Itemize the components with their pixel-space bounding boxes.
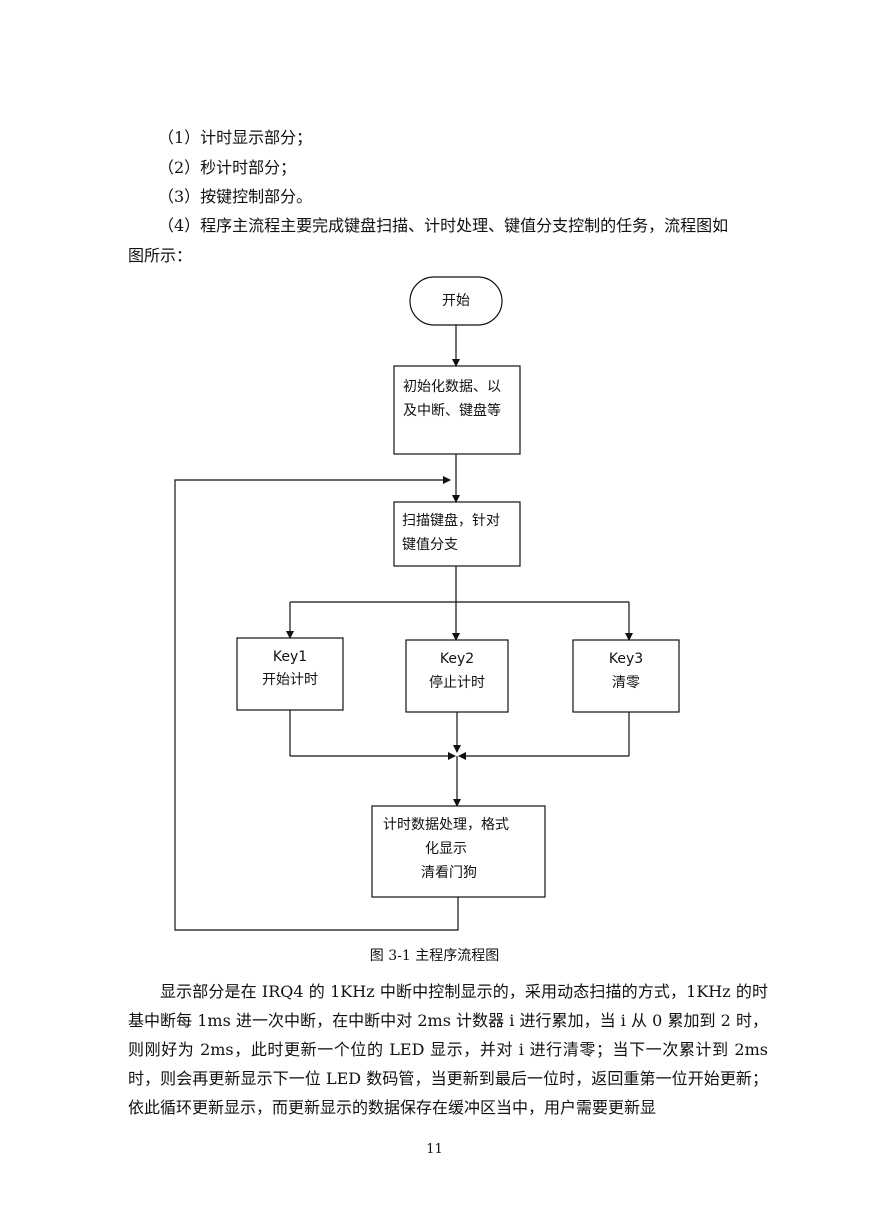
start-label: 开始 [442, 293, 470, 309]
process-label-line3: 清看门狗 [421, 865, 477, 881]
key3-label: Key3 [609, 651, 643, 667]
list-item-4-line1: （4）程序主流程主要完成键盘扫描、计时处理、键值分支控制的任务，流程图如 [158, 216, 729, 235]
list-item-3: （3）按键控制部分。 [158, 187, 313, 206]
page-number: 11 [426, 1142, 443, 1157]
key3-desc: 清零 [612, 675, 640, 691]
init-box [393, 365, 521, 455]
process-label-line1: 计时数据处理，格式 [383, 817, 509, 833]
scan-label-line1: 扫描键盘，针对 [402, 512, 500, 529]
loop-back-line [174, 476, 459, 931]
body-paragraph: 显示部分是在 IRQ4 的 1KHz 中断中控制显示的，采用动态扫描的方式，1K… [128, 982, 768, 1117]
init-label-line1: 初始化数据、以 [403, 378, 501, 395]
figure-caption: 图 3-1 主程序流程图 [369, 948, 500, 964]
list-item-2: （2）秒计时部分； [158, 158, 297, 177]
key2-desc: 停止计时 [429, 674, 485, 691]
scan-box [393, 501, 521, 567]
key1-desc: 开始计时 [262, 672, 318, 688]
key1-label: Key1 [273, 649, 307, 665]
key1-box [236, 637, 344, 711]
key2-label: Key2 [440, 651, 474, 667]
process-box [371, 805, 546, 898]
scan-label-line2: 键值分支 [402, 537, 458, 553]
process-label-line2: 化显示 [425, 841, 467, 857]
init-label-line2: 及中断、键盘等 [403, 402, 501, 419]
key3-box [572, 639, 680, 713]
list-item-1: （1）计时显示部分； [158, 128, 313, 147]
key2-box [405, 639, 509, 713]
list-item-4-line2: 图所示： [128, 246, 193, 265]
